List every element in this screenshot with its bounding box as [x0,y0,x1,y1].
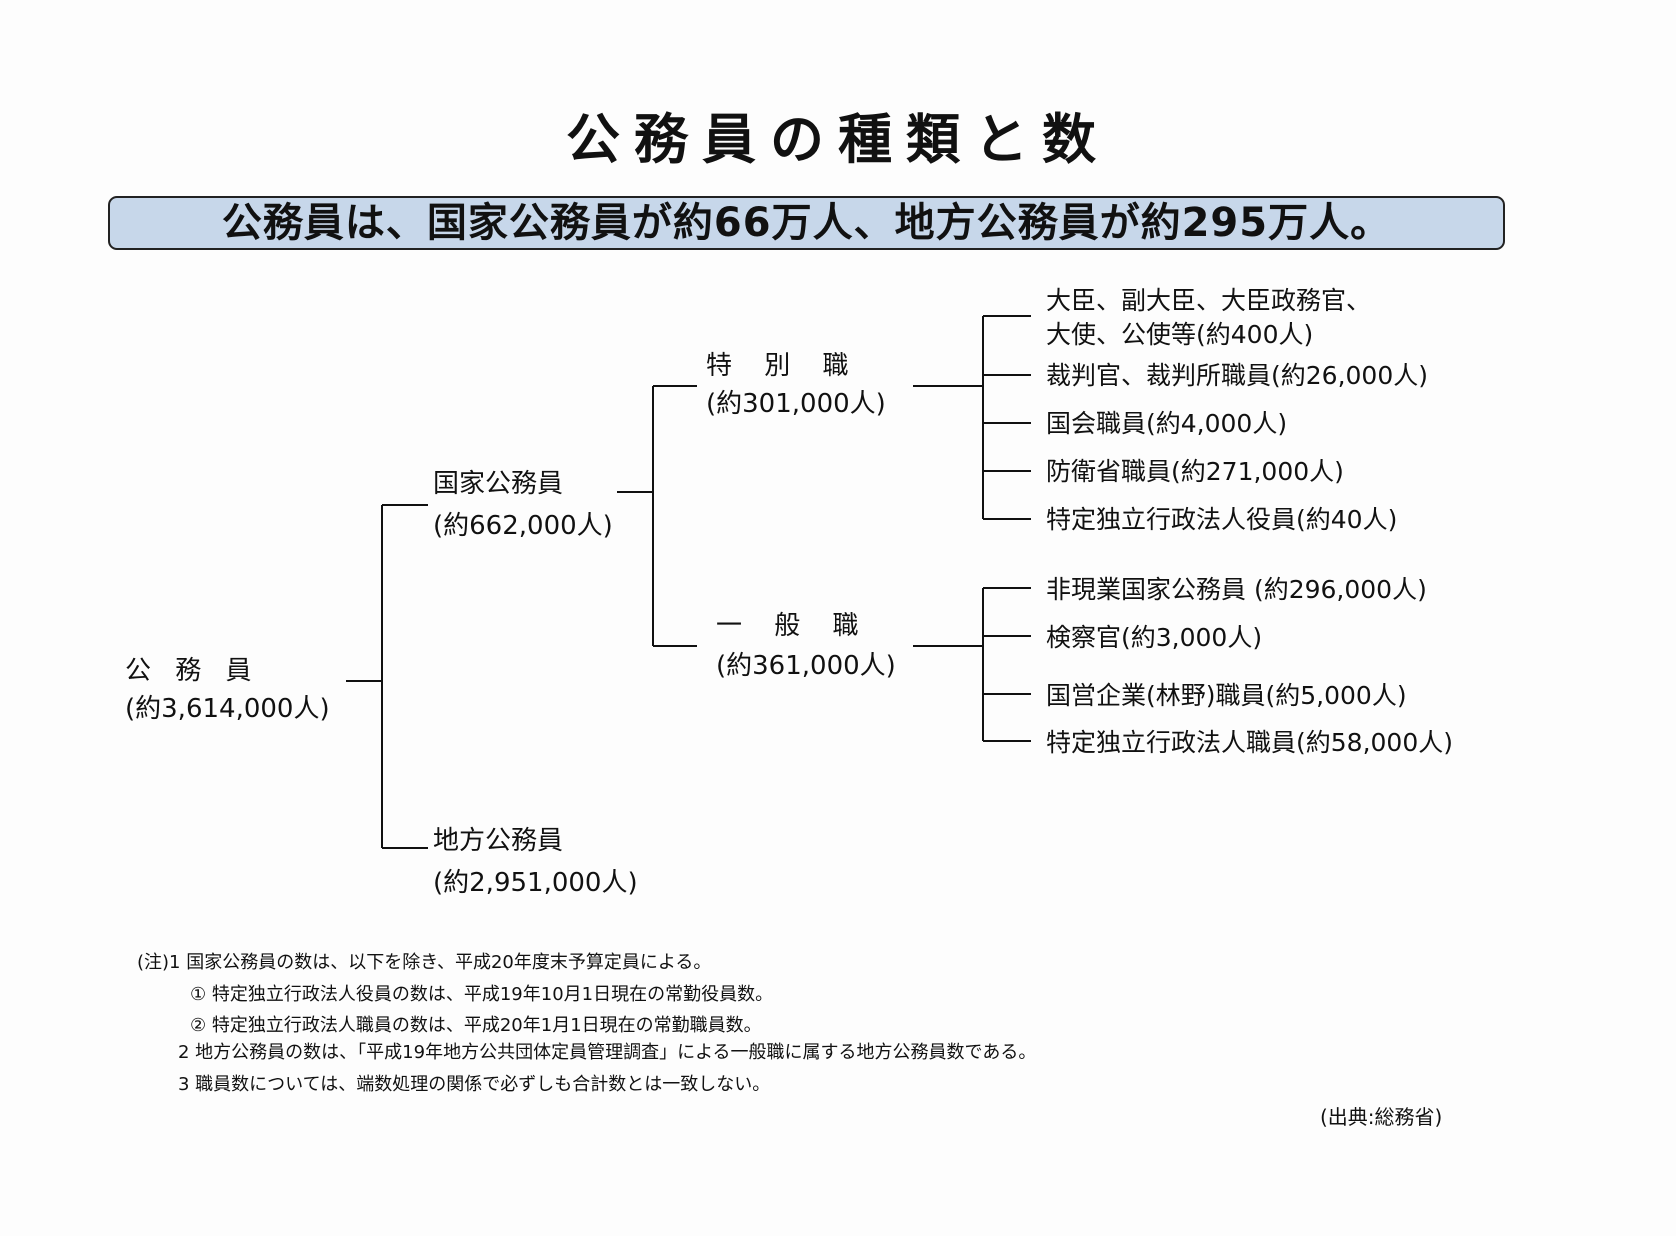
leaf-special-1: 大臣、副大臣、大臣政務官、 大使、公使等(約400人) [1046,284,1371,352]
node-root: 公 務 員 (約3,614,000人) [125,652,330,728]
note-1: (注)1 国家公務員の数は、以下を除き、平成20年度末予算定員による。 [137,952,712,973]
leaf-general-3: 国営企業(林野)職員(約5,000人) [1046,681,1407,710]
leaf-special-4: 防衛省職員(約271,000人) [1046,457,1344,486]
leaf-special-3: 国会職員(約4,000人) [1046,409,1288,438]
node-general: 一 般 職 (約361,000人) [716,607,896,685]
node-local: 地方公務員 (約2,951,000人) [433,822,638,902]
leaf-general-2: 検察官(約3,000人) [1046,623,1263,652]
node-national-count: (約662,000人) [433,511,613,541]
leaf-special-1-line2: 大使、公使等(約400人) [1046,320,1314,349]
node-local-label: 地方公務員 [433,826,564,856]
leaf-special-1-line1: 大臣、副大臣、大臣政務官、 [1046,286,1372,315]
node-general-count: (約361,000人) [716,651,896,681]
leaf-general-4: 特定独立行政法人職員(約58,000人) [1046,728,1453,757]
note-3: 3 職員数については、端数処理の関係で必ずしも合計数とは一致しない。 [178,1074,771,1095]
leaf-general-1: 非現業国家公務員 (約296,000人) [1046,575,1427,604]
node-special-label: 特 別 職 [706,351,861,381]
note-1a: ① 特定独立行政法人役員の数は、平成19年10月1日現在の常勤役員数。 [190,984,774,1005]
page-title: 公務員の種類と数 [566,108,1110,171]
source-citation: (出典:総務省) [1320,1105,1443,1129]
node-special: 特 別 職 (約301,000人) [706,347,886,423]
node-national: 国家公務員 (約662,000人) [433,465,613,545]
note-1b: ② 特定独立行政法人職員の数は、平成20年1月1日現在の常勤職員数。 [190,1015,762,1036]
leaf-special-5: 特定独立行政法人役員(約40人) [1046,505,1398,534]
node-root-label: 公 務 員 [125,656,260,686]
node-root-count: (約3,614,000人) [125,694,330,724]
summary-banner: 公務員は、国家公務員が約66万人、地方公務員が約295万人。 [108,196,1505,250]
node-local-count: (約2,951,000人) [433,868,638,898]
note-2: 2 地方公務員の数は、「平成19年地方公共団体定員管理調査」による一般職に属する… [178,1042,1037,1063]
node-national-label: 国家公務員 [433,469,564,499]
node-special-count: (約301,000人) [706,389,886,419]
node-general-label: 一 般 職 [716,611,871,641]
leaf-special-2: 裁判官、裁判所職員(約26,000人) [1046,361,1428,390]
